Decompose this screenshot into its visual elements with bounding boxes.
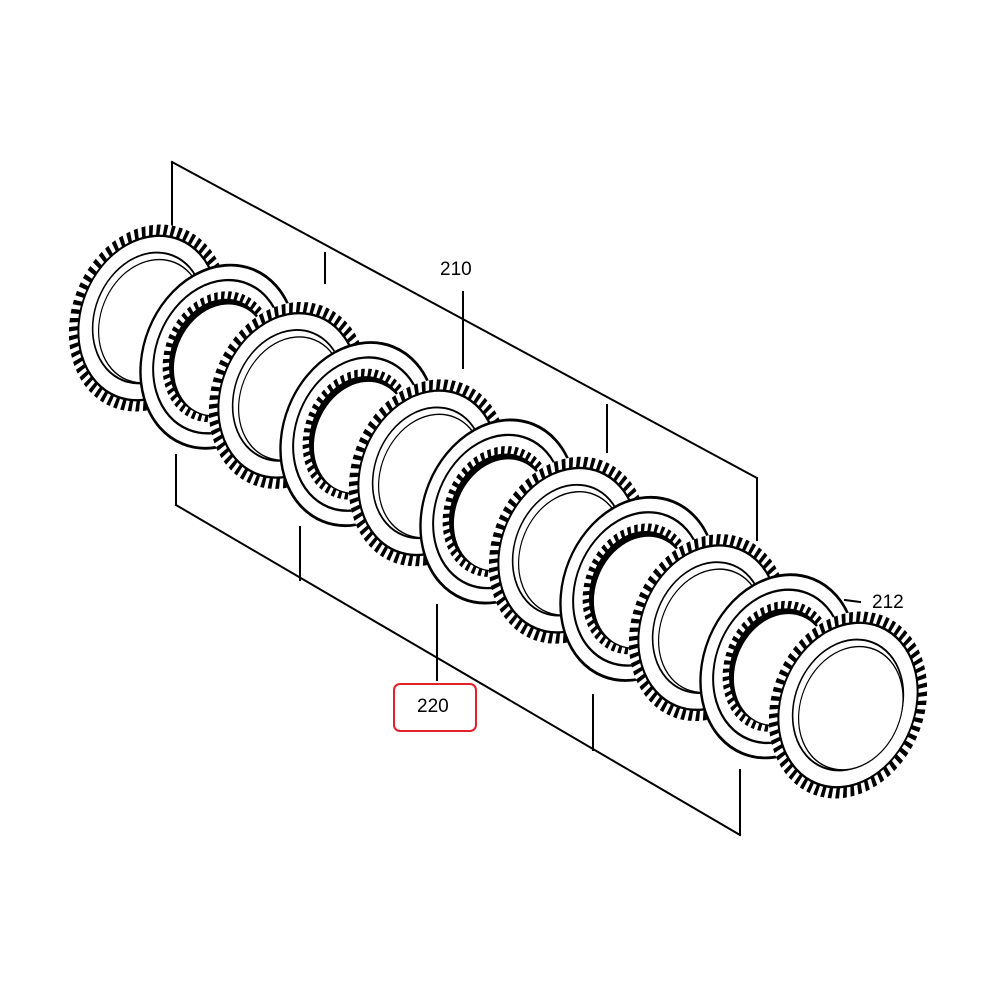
clutch-disc-stack bbox=[68, 224, 928, 799]
highlight-box bbox=[393, 683, 477, 732]
toothed-clutch-disc bbox=[768, 611, 928, 799]
callout-212: 212 bbox=[872, 592, 904, 613]
callout-210: 210 bbox=[440, 259, 472, 280]
bracket-lines bbox=[170, 160, 862, 837]
callout-220: 220 bbox=[417, 696, 449, 717]
